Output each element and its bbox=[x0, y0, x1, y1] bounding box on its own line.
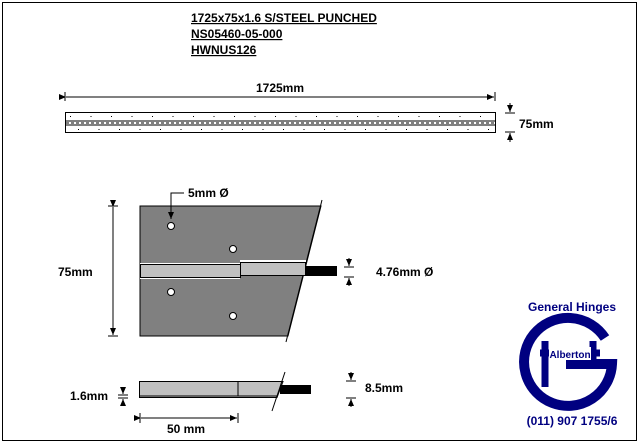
strip-hole-dot bbox=[119, 129, 120, 130]
general-hinges-logo: General Hinges Alberton (011) 907 1755/6 bbox=[519, 300, 618, 428]
strip-hole-dot bbox=[467, 129, 469, 130]
strip-hole-dot bbox=[254, 116, 256, 117]
top-view: 1725mm 75mm bbox=[59, 81, 554, 142]
pin-side bbox=[280, 385, 311, 394]
strip-hole-dot bbox=[98, 129, 100, 130]
strip-hole-dot bbox=[90, 116, 92, 117]
strip-hole-dot bbox=[295, 116, 297, 117]
company-name: General Hinges bbox=[528, 300, 616, 314]
phone-number: (011) 907 1755/6 bbox=[527, 414, 618, 428]
strip-hole-dot bbox=[275, 116, 276, 117]
strip-hole-dot bbox=[180, 129, 182, 130]
length-label: 1725mm bbox=[256, 81, 304, 95]
hinge-strip bbox=[65, 112, 496, 133]
front-view: 5mm Ø 75mm 4.76mm Ø bbox=[58, 186, 433, 343]
strip-hole-dot bbox=[213, 116, 215, 117]
strip-hole-dot bbox=[131, 116, 133, 117]
hole bbox=[167, 288, 175, 296]
pin bbox=[305, 266, 337, 276]
title-description: 1725x75x1.6 S/STEEL PUNCHED bbox=[191, 11, 377, 25]
hole bbox=[229, 312, 237, 320]
knuckle-left bbox=[140, 264, 241, 278]
title-part-number: NS05460-05-000 bbox=[191, 27, 283, 41]
strip-hole-dot bbox=[316, 116, 317, 117]
strip-hole-dot bbox=[324, 129, 325, 130]
title-code: HWNUS126 bbox=[191, 43, 257, 57]
strip-hole-dot bbox=[193, 116, 194, 117]
strip-hole-dot bbox=[357, 116, 358, 117]
strip-hole-dot bbox=[418, 116, 420, 117]
strip-hole-dot bbox=[172, 116, 174, 117]
strip-hole-dot bbox=[111, 116, 112, 117]
strip-hole-dot bbox=[201, 129, 202, 130]
logo-g-mark bbox=[519, 312, 618, 411]
strip-hole-dot bbox=[459, 116, 461, 117]
strip-hole-dot bbox=[152, 116, 153, 117]
side-view: 1.6mm 8.5mm 50 mm bbox=[70, 371, 403, 436]
knuckle-right bbox=[240, 262, 306, 276]
pin-diameter-label: 4.76mm Ø bbox=[376, 265, 433, 279]
strip-hole-dot bbox=[139, 129, 141, 130]
strip-hole-dot bbox=[221, 129, 223, 130]
strip-hole-dot bbox=[365, 129, 366, 130]
strip-hole-dot bbox=[488, 129, 489, 130]
strip-hole-dot bbox=[480, 116, 481, 117]
strip-hole-dot bbox=[447, 129, 448, 130]
strip-hole-dot bbox=[303, 129, 305, 130]
width-label: 75mm bbox=[519, 117, 554, 131]
height-label: 75mm bbox=[58, 265, 93, 279]
strip-hole-dot bbox=[283, 129, 284, 130]
knuckle-size-label: 8.5mm bbox=[365, 381, 403, 395]
strip-hole-dot bbox=[398, 116, 399, 117]
strip-hole-dot bbox=[262, 129, 264, 130]
thickness-label: 1.6mm bbox=[70, 389, 108, 403]
strip-hole-dot bbox=[242, 129, 243, 130]
strip-hole-dot bbox=[234, 116, 235, 117]
strip-hole-dot bbox=[70, 116, 71, 117]
hole bbox=[229, 245, 237, 253]
strip-hole-dot bbox=[344, 129, 346, 130]
strip-hole-dot bbox=[439, 116, 440, 117]
location-label: Alberton bbox=[549, 350, 590, 361]
strip-hole-dot bbox=[160, 129, 161, 130]
hole-diameter-label: 5mm Ø bbox=[188, 186, 229, 200]
strip-hole-dot bbox=[336, 116, 338, 117]
strip-hole-dot bbox=[406, 129, 407, 130]
hole bbox=[167, 222, 175, 230]
strip-hole-dot bbox=[426, 129, 428, 130]
strip-hole-dot bbox=[385, 129, 387, 130]
side-length-label: 50 mm bbox=[167, 422, 205, 436]
strip-hole-dot bbox=[377, 116, 379, 117]
strip-hole-dot bbox=[78, 129, 79, 130]
